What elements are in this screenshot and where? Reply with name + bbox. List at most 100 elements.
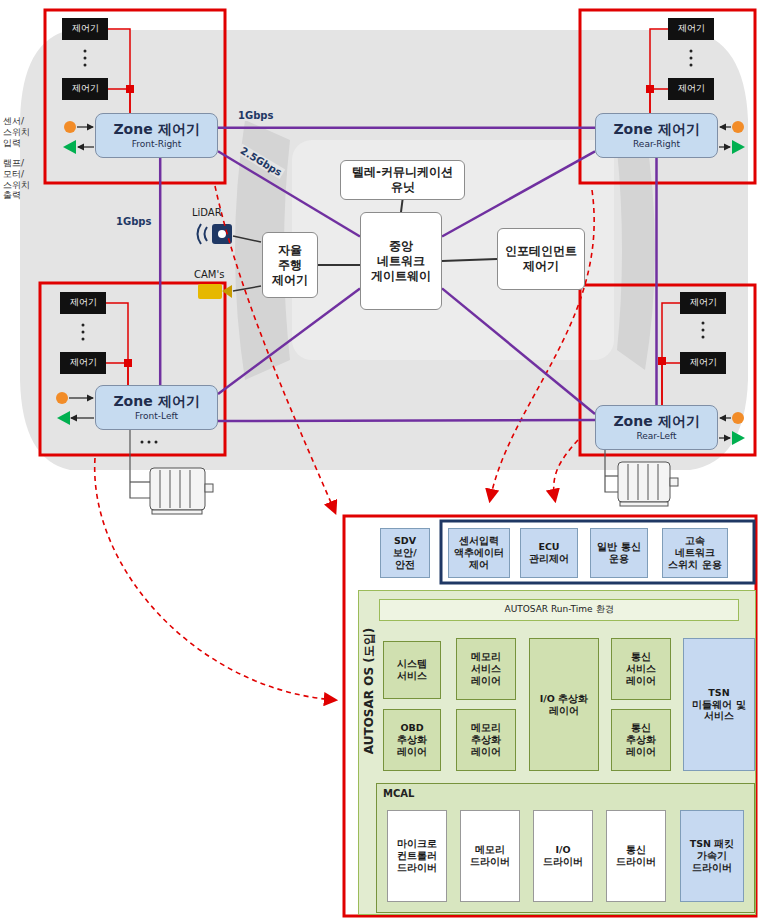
motor-fin (170, 470, 171, 508)
dot (82, 324, 85, 327)
node-text: 제어기 (678, 83, 705, 94)
node-text: ECU 관리제어 (524, 541, 574, 565)
layer-box: OBD 추상화 레이어 (383, 709, 441, 771)
layer-box: 시스템 서비스 (383, 641, 441, 699)
output-arrow (71, 417, 94, 418)
node-text: TSN 미들웨어 및 서비스 (687, 687, 751, 723)
node-text: 센서입력 액추에이터 제어 (452, 535, 506, 571)
motor-fin (648, 464, 649, 500)
motor-fin (658, 464, 659, 500)
node-text: I/O 추상화 레이어 (533, 693, 595, 717)
node-text: MCAL (383, 788, 414, 801)
dot (702, 322, 705, 325)
driver-box: I/O 드라이버 (533, 810, 593, 902)
dot (82, 331, 85, 334)
motor-base (152, 510, 202, 514)
sensor-label: LiDAR (192, 207, 242, 219)
network-link (401, 200, 403, 212)
node-text: 시스템 서비스 (387, 658, 437, 682)
network-link (442, 259, 497, 261)
sensor-input (732, 121, 744, 133)
node-text: AUTOSAR OS (도입) (362, 628, 377, 754)
lidar-lens (218, 230, 226, 238)
node-text: 마이크로 컨트롤러 드라이버 (391, 838, 443, 874)
dot (84, 64, 87, 67)
dot (702, 336, 705, 339)
controller-box: 제어기 (62, 18, 108, 40)
zone-controller: Zone 제어기Front-Left (95, 385, 218, 430)
node-text: 제어기 (72, 23, 99, 34)
node-text: 제어기 (70, 297, 97, 308)
layer-box: 메모리 서비스 레이어 (456, 638, 516, 700)
node-text: 제어기 (690, 357, 717, 368)
actuator-output (57, 411, 70, 425)
motor-wire (605, 450, 618, 492)
signal-wire (106, 303, 128, 385)
bandwidth-label: 1Gbps (236, 110, 275, 121)
motor-fin (628, 464, 629, 500)
callout-arrow (490, 190, 594, 500)
node-text: AUTOSAR Run-Time 환경 (504, 604, 613, 615)
zone-highlight (40, 283, 225, 455)
sensor-label: CAM's (194, 269, 244, 281)
dot (690, 64, 693, 67)
dot (690, 50, 693, 53)
node-text: 일반 통신 운용 (594, 541, 644, 565)
dot (82, 338, 85, 341)
io-note: 센서/ 스위치 입력 (3, 116, 41, 148)
driver-box: TSN 패킷 가속기 드라이버 (680, 810, 744, 902)
motor-fin (160, 470, 161, 508)
signal-wire (108, 29, 130, 113)
dot (702, 329, 705, 332)
node-text: 메모리 드라이버 (464, 844, 516, 868)
io-note: 램프/ 모터/ 스위치 출력 (3, 158, 41, 201)
node-text: Front-Right (132, 139, 182, 150)
node-text: 자율 주행 제어기 (266, 243, 314, 288)
node-text: Zone 제어기 (113, 121, 199, 139)
signal-wire (106, 363, 128, 385)
motor-fin (190, 470, 191, 508)
os-layer: AUTOSAR OS (도입) AUTOSAR Run-Time 환경시스템 서비… (358, 590, 756, 915)
node-text: 텔레-커뮤니케이션 유닛 (344, 165, 461, 195)
zone-controller: Zone 제어기Rear-Right (595, 113, 718, 158)
network-link (318, 264, 360, 266)
node-text: 메모리 추상화 레이어 (460, 722, 512, 758)
app-box: 일반 통신 운용 (590, 528, 648, 578)
network-link (218, 288, 360, 394)
dot (84, 50, 87, 53)
network-link (159, 158, 162, 385)
tsn-box: TSN 미들웨어 및 서비스 (683, 638, 755, 771)
callout-arrow (95, 458, 335, 700)
camera-lens (222, 285, 232, 298)
node-text: Front-Left (135, 411, 178, 422)
signal-wire (650, 29, 668, 113)
zone-controller: Zone 제어기Rear-Left (595, 405, 718, 450)
sensor-wire (233, 236, 261, 242)
driver-box: 통신 드라이버 (606, 810, 666, 902)
node-text: 제어기 (678, 23, 705, 34)
input-arrow (720, 417, 731, 418)
node-text: 중앙 네트워크 게이트웨이 (364, 239, 438, 284)
motor-body (618, 462, 670, 502)
dot (84, 57, 87, 60)
controller-box: 제어기 (668, 18, 714, 40)
actuator-output (732, 140, 745, 154)
zone-highlight (580, 10, 755, 183)
sensor-input (732, 412, 744, 424)
signal-wire (662, 363, 680, 405)
node-text: 메모리 서비스 레이어 (460, 651, 512, 687)
node-text: 제어기 (70, 357, 97, 368)
node-text: 고속 네트워크 스위치 운용 (666, 535, 724, 571)
adas-controller: 자율 주행 제어기 (262, 232, 318, 298)
node-text: Zone 제어기 (113, 393, 199, 411)
node-text: Zone 제어기 (613, 413, 699, 431)
bandwidth-label: 1Gbps (114, 216, 153, 227)
controller-box: 제어기 (62, 78, 108, 100)
stack-frame (344, 516, 756, 916)
lidar-wave (198, 224, 202, 244)
dot (148, 441, 151, 444)
motor-shaft (670, 478, 678, 486)
motor-icon (618, 462, 678, 506)
output-arrow (78, 146, 94, 147)
